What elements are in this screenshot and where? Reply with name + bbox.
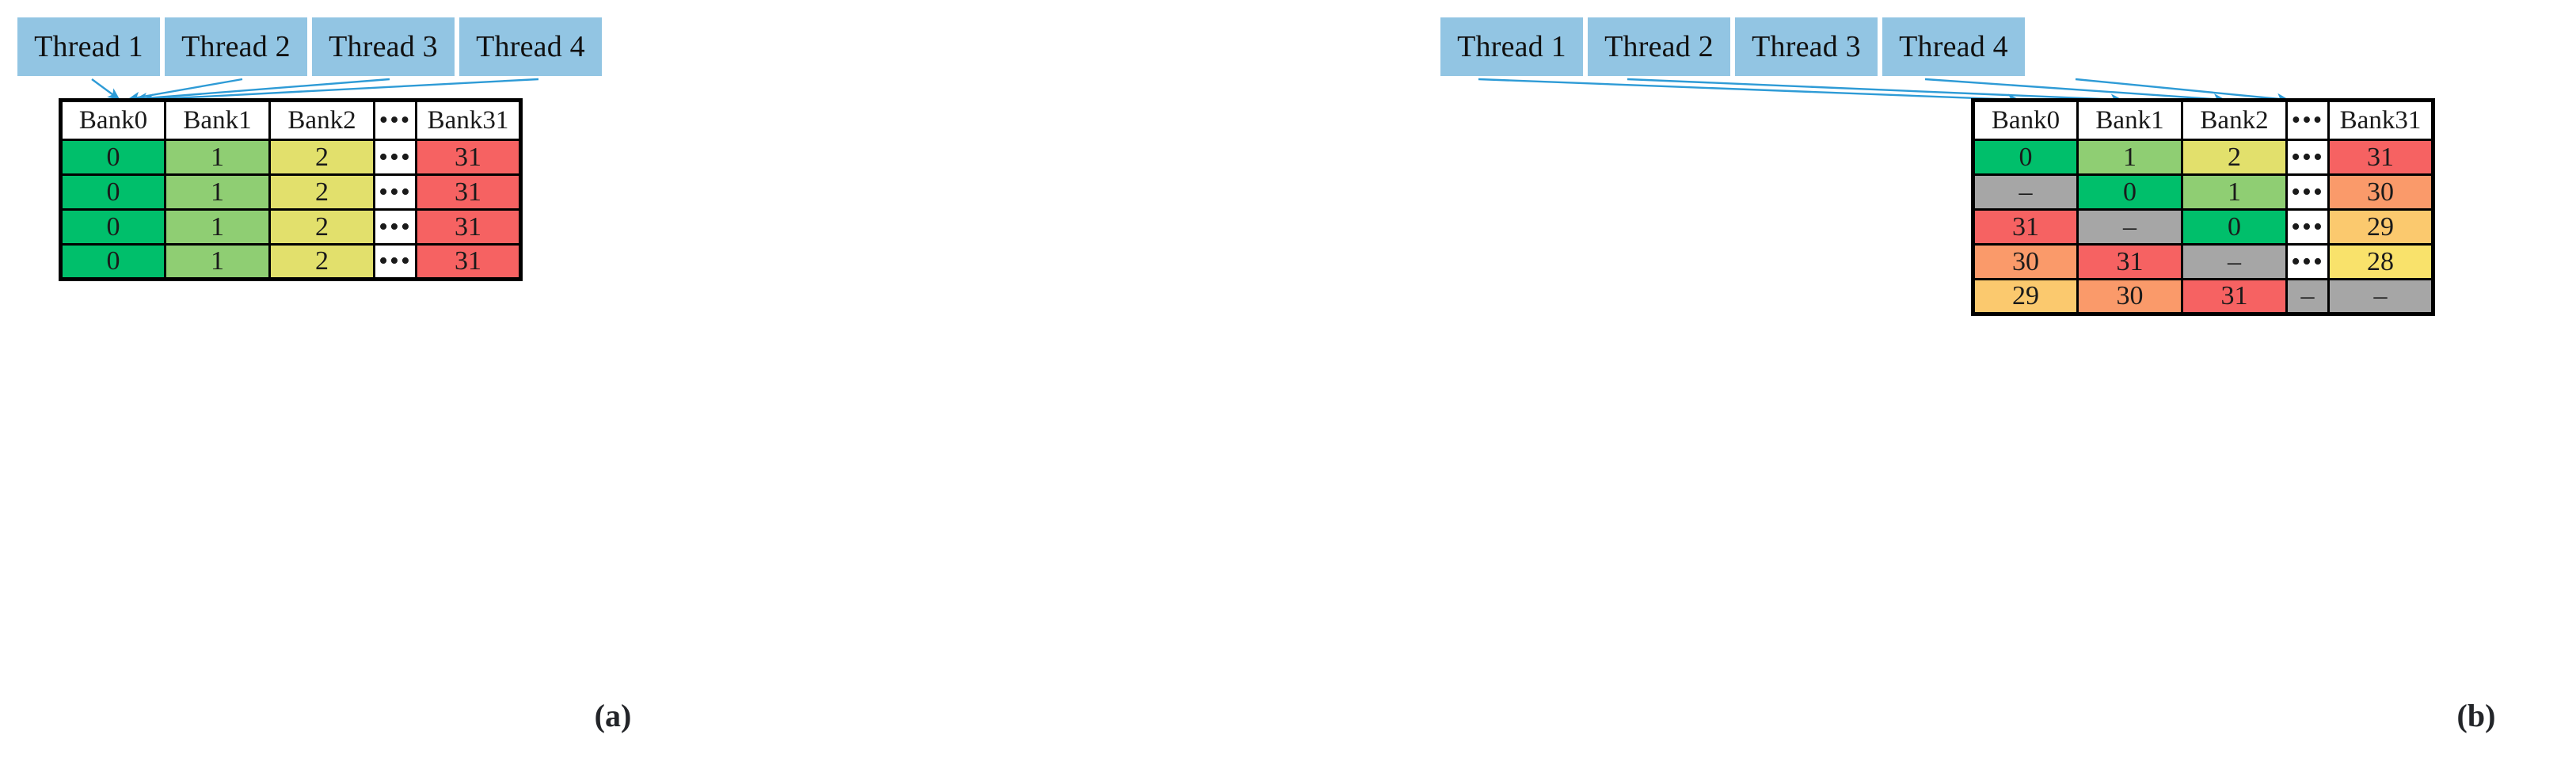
- thread-box-2[interactable]: Thread 2: [165, 17, 307, 76]
- cell-a-r2-c1: 1: [164, 208, 271, 246]
- cell-a-r3-c31: 31: [415, 243, 522, 280]
- cell-a-r2-c31: 31: [415, 208, 522, 246]
- table-row: 0 1 2 ••• 31: [59, 173, 522, 211]
- cell-a-r1-c0: 0: [59, 173, 166, 211]
- cell-b-r2-c0: 31: [1972, 208, 2079, 246]
- cell-b-r3-ellipsis: •••: [2285, 243, 2330, 280]
- cell-b-r4-ellipsis: –: [2285, 278, 2330, 315]
- bank-table-b: Bank0 Bank1 Bank2 ••• Bank31 0 1 2 ••• 3…: [1971, 98, 2435, 316]
- cell-b-r1-c2: 1: [2181, 173, 2288, 211]
- cell-b-r0-c31: 31: [2327, 139, 2434, 176]
- cell-a-r0-ellipsis: •••: [373, 139, 417, 176]
- table-row: 0 1 2 ••• 31: [59, 208, 522, 246]
- cell-a-r0-c0: 0: [59, 139, 166, 176]
- cell-b-r3-c31: 28: [2327, 243, 2434, 280]
- cell-b-r0-ellipsis: •••: [2285, 139, 2330, 176]
- bank-header-31: Bank31: [2327, 99, 2434, 141]
- bank-header-0: Bank0: [59, 99, 166, 141]
- arrow-thread4-to-bank-ellipsis: [2075, 78, 2289, 105]
- table-row: – 0 1 ••• 30: [1972, 173, 2434, 211]
- cell-b-r0-c2: 2: [2181, 139, 2288, 176]
- panel-a: Thread 1 Thread 2 Thread 3 Thread 4 Bank…: [17, 17, 632, 733]
- bank-header-1: Bank1: [2076, 99, 2183, 141]
- cell-b-r4-c31: –: [2327, 278, 2434, 315]
- thread-box-4[interactable]: Thread 4: [459, 17, 602, 76]
- cell-b-r2-c31: 29: [2327, 208, 2434, 246]
- cell-b-r1-c1: 0: [2076, 173, 2183, 211]
- bank-header-2: Bank2: [268, 99, 375, 141]
- arrow-thread2-to-bank1: [1627, 78, 2123, 105]
- bank-header-2: Bank2: [2181, 99, 2288, 141]
- table-row: 0 1 2 ••• 31: [59, 139, 522, 176]
- bank-header-31: Bank31: [415, 99, 522, 141]
- cell-b-r1-ellipsis: •••: [2285, 173, 2330, 211]
- bank-header-ellipsis: •••: [2285, 99, 2330, 141]
- cell-a-r1-c31: 31: [415, 173, 522, 211]
- table-row: 0 1 2 ••• 31: [59, 243, 522, 280]
- cell-b-r1-c0: –: [1972, 173, 2079, 211]
- panel-b: Thread 1 Thread 2 Thread 3 Thread 4 Bank…: [1288, 0, 2576, 773]
- cell-a-r1-ellipsis: •••: [373, 173, 417, 211]
- cell-a-r3-c2: 2: [268, 243, 375, 280]
- arrow-thread3-to-bank2: [1924, 78, 2226, 105]
- thread-box-row-a: Thread 1 Thread 2 Thread 3 Thread 4: [17, 17, 602, 76]
- cell-a-r3-c0: 0: [59, 243, 166, 280]
- table-row: 31 – 0 ••• 29: [1972, 208, 2434, 246]
- cell-a-r2-c2: 2: [268, 208, 375, 246]
- cell-a-r1-c2: 2: [268, 173, 375, 211]
- cell-a-r2-ellipsis: •••: [373, 208, 417, 246]
- table-row: 30 31 – ••• 28: [1972, 243, 2434, 280]
- cell-a-r3-c1: 1: [164, 243, 271, 280]
- bank-header-1: Bank1: [164, 99, 271, 141]
- cell-b-r1-c31: 30: [2327, 173, 2434, 211]
- cell-b-r4-c0: 29: [1972, 278, 2079, 315]
- cell-a-r3-ellipsis: •••: [373, 243, 417, 280]
- thread-box-1[interactable]: Thread 1: [17, 17, 160, 76]
- cell-b-r2-c1: –: [2076, 208, 2183, 246]
- thread-box-1[interactable]: Thread 1: [1440, 17, 1583, 76]
- cell-a-r1-c1: 1: [164, 173, 271, 211]
- cell-b-r0-c0: 0: [1972, 139, 2079, 176]
- cell-a-r0-c2: 2: [268, 139, 375, 176]
- table-row: 29 30 31 – –: [1972, 278, 2434, 315]
- thread-box-4[interactable]: Thread 4: [1882, 17, 2025, 76]
- arrow-thread1-to-bank0: [91, 78, 120, 101]
- cell-b-r2-ellipsis: •••: [2285, 208, 2330, 246]
- arrow-thread3-to-bank0: [135, 78, 390, 104]
- panel-caption-b: (b): [2456, 698, 2496, 733]
- arrow-thread2-to-bank0: [127, 78, 243, 103]
- cell-b-r3-c0: 30: [1972, 243, 2079, 280]
- thread-box-row-b: Thread 1 Thread 2 Thread 3 Thread 4: [1440, 17, 2025, 76]
- thread-box-2[interactable]: Thread 2: [1588, 17, 1730, 76]
- arrow-thread1-to-bank0: [1478, 78, 2020, 105]
- panel-caption-a: (a): [594, 698, 632, 733]
- thread-box-3[interactable]: Thread 3: [312, 17, 455, 76]
- cell-b-r4-c2: 31: [2181, 278, 2288, 315]
- cell-b-r3-c1: 31: [2076, 243, 2183, 280]
- cell-b-r3-c2: –: [2181, 243, 2288, 280]
- cell-b-r0-c1: 1: [2076, 139, 2183, 176]
- cell-b-r4-c1: 30: [2076, 278, 2183, 315]
- cell-b-r2-c2: 0: [2181, 208, 2288, 246]
- table-row: 0 1 2 ••• 31: [1972, 139, 2434, 176]
- table-header-row: Bank0 Bank1 Bank2 ••• Bank31: [59, 99, 522, 141]
- bank-header-0: Bank0: [1972, 99, 2079, 141]
- cell-a-r2-c0: 0: [59, 208, 166, 246]
- cell-a-r0-c1: 1: [164, 139, 271, 176]
- table-header-row: Bank0 Bank1 Bank2 ••• Bank31: [1972, 99, 2434, 141]
- cell-a-r0-c31: 31: [415, 139, 522, 176]
- arrow-thread4-to-bank0: [141, 78, 539, 105]
- thread-box-3[interactable]: Thread 3: [1735, 17, 1878, 76]
- bank-table-a: Bank0 Bank1 Bank2 ••• Bank31 0 1 2 ••• 3…: [59, 98, 523, 281]
- bank-header-ellipsis: •••: [373, 99, 417, 141]
